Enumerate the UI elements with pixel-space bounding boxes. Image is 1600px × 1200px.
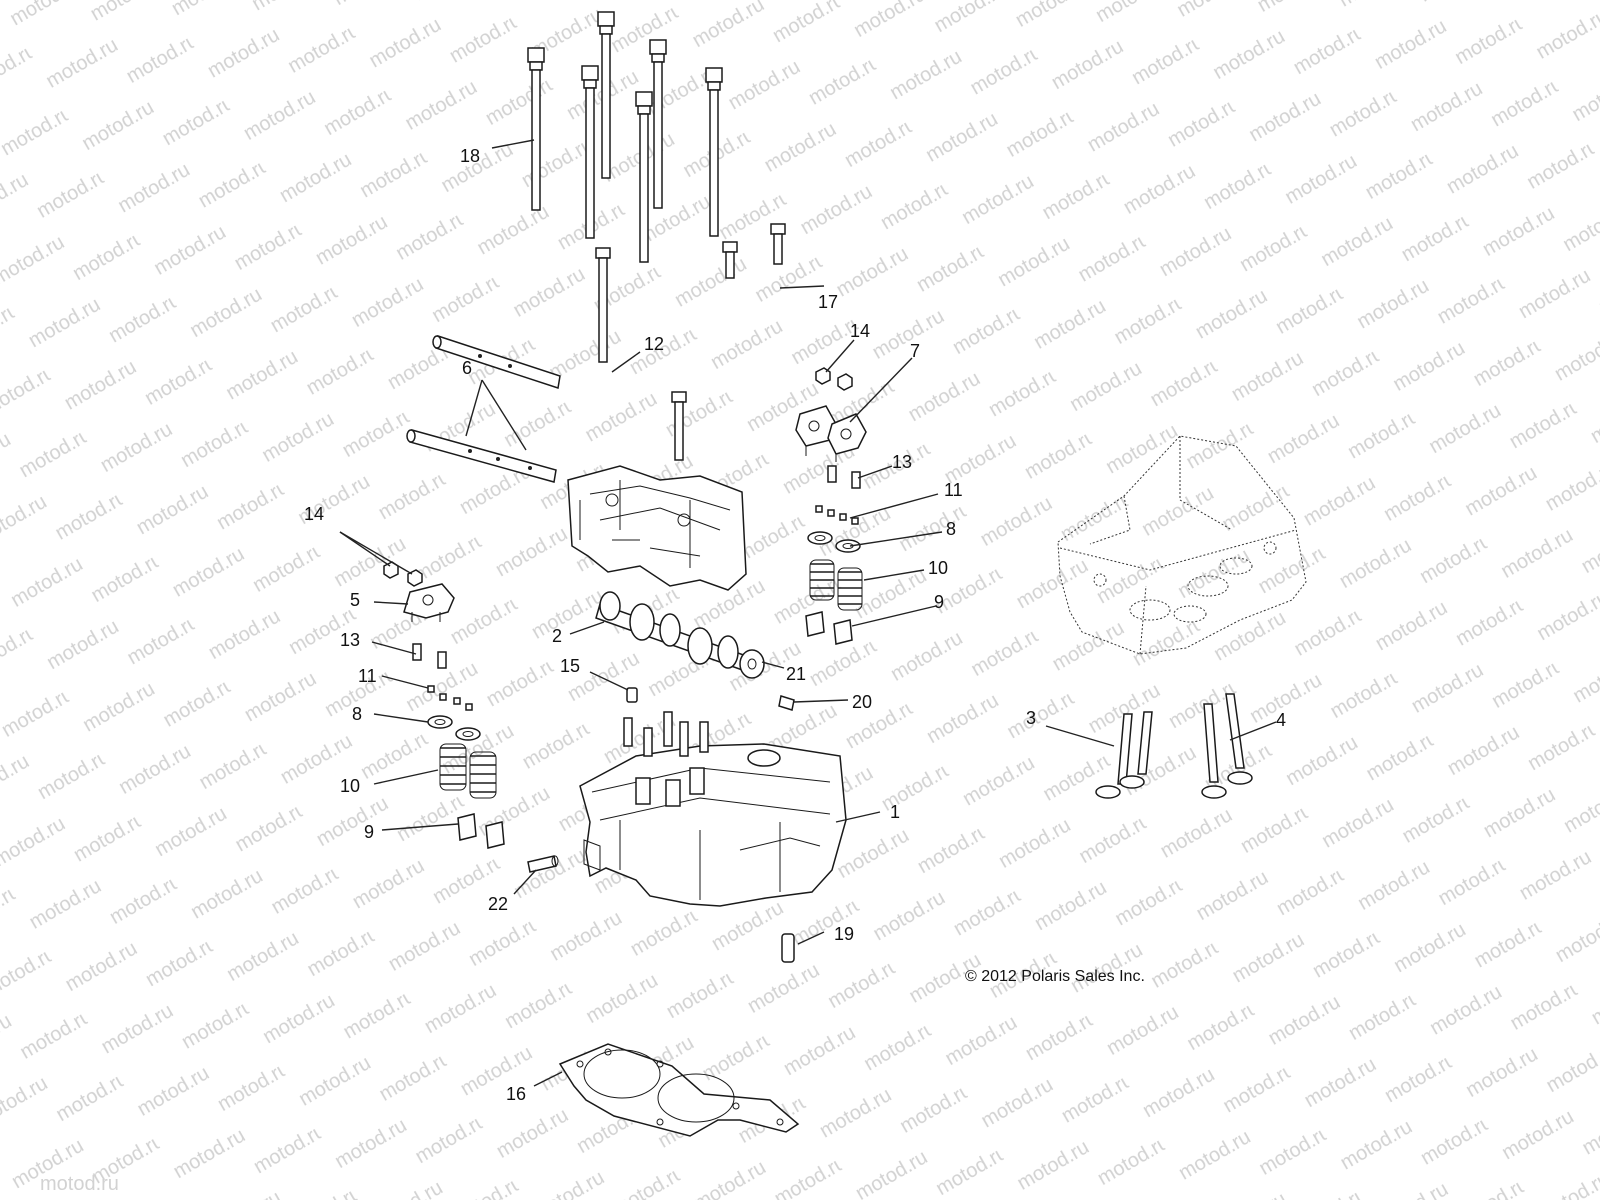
valve-stem-seal — [457, 611, 853, 849]
dowel-pin — [626, 687, 638, 703]
bolt-small — [412, 465, 861, 669]
dowel-22 — [527, 855, 559, 873]
callout-18: 18 — [460, 146, 480, 166]
bolt — [595, 241, 738, 461]
callout-12: 12 — [644, 334, 664, 354]
callout-4: 5 — [350, 590, 360, 610]
rocker-arm-pair — [795, 405, 867, 462]
callout-14: 14 — [850, 321, 870, 341]
head-gasket — [558, 1043, 800, 1137]
callout-13-left: 13 — [340, 630, 360, 650]
head-rear-view — [1057, 435, 1307, 655]
callout-22: 22 — [488, 894, 508, 914]
callout-11: 11 — [944, 480, 963, 500]
callout-13: 13 — [892, 452, 912, 472]
callout-10: 10 — [928, 558, 948, 578]
callout-6: 3 — [1026, 708, 1036, 728]
callout-9-left: 9 — [364, 822, 374, 842]
callout-16: 16 — [506, 1084, 526, 1104]
callout-2: 2 — [552, 626, 562, 646]
dowel-20 — [778, 695, 795, 711]
callout-3: 4 — [1276, 710, 1286, 730]
cam-carrier — [567, 465, 747, 591]
intake-valve — [1095, 711, 1153, 799]
camshaft — [595, 591, 753, 673]
callout-15: 15 — [560, 656, 580, 676]
callout-5: 6 — [462, 358, 472, 378]
callout-7: 7 — [910, 341, 920, 361]
callout-10-left: 10 — [340, 776, 360, 796]
callout-17: 17 — [818, 292, 838, 312]
cylinder-head — [579, 711, 847, 907]
callout-21: 21 — [786, 664, 806, 684]
watermark-text: motod.ru — [40, 1173, 119, 1195]
valve-spring-retainer — [427, 531, 861, 741]
valve-keeper — [427, 505, 859, 711]
callout-labels: 18 12 17 14 7 13 11 8 10 9 6 14 5 13 11 … — [304, 146, 1286, 1104]
rocker-shaft — [406, 335, 561, 483]
copyright-notice: © 2012 Polaris Sales Inc. — [965, 968, 1145, 985]
callout-8-left: 8 — [352, 704, 362, 724]
callout-14-left: 14 — [304, 504, 324, 524]
callout-9: 9 — [934, 592, 944, 612]
dowel-19 — [781, 933, 795, 963]
callout-20: 20 — [852, 692, 872, 712]
camshaft-end — [739, 649, 765, 679]
callout-1: 1 — [890, 802, 900, 822]
callout-19: 19 — [834, 924, 854, 944]
rocker-arm — [403, 583, 455, 622]
leader-lines — [339, 139, 1277, 1087]
callout-11-left: 11 — [358, 666, 377, 686]
bolt-top — [770, 223, 786, 265]
callout-8: 8 — [946, 519, 956, 539]
exhaust-valve — [1201, 693, 1253, 799]
valve-spring — [439, 559, 863, 799]
